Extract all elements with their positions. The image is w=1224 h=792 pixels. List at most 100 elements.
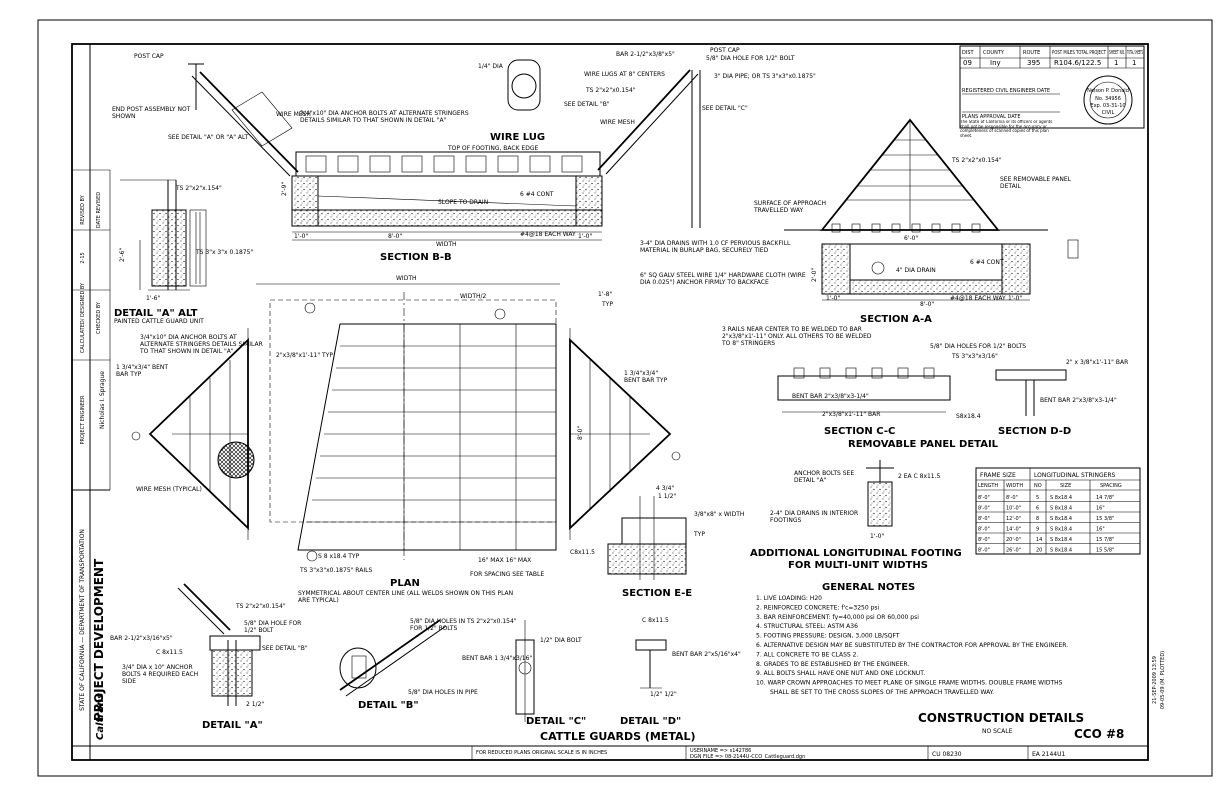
table-cell: 15 3/8" xyxy=(1096,516,1114,522)
seal-civil: CIVIL xyxy=(1102,110,1115,116)
table-cell: 8'-0" xyxy=(978,516,990,522)
project-engineer-label: PROJECT ENGINEER xyxy=(80,395,86,445)
width-plan: WIDTH xyxy=(396,275,417,282)
dim-1-0-aa-l: 1'-0" xyxy=(826,295,840,302)
s8-cc: S8x18.4 xyxy=(956,413,981,420)
table-cell: 8'-0" xyxy=(978,506,990,512)
title-block: DIST COUNTY ROUTE POST MILES TOTAL PROJE… xyxy=(959,45,1145,138)
hdr-county: COUNTY xyxy=(983,50,1005,56)
wire-lugs-label: WIRE LUGS AT 8" CENTERS xyxy=(584,71,665,78)
see-detail-a-alt: SEE DETAIL "A" OR "A" ALT xyxy=(168,134,249,141)
section-aa-title: SECTION A-A xyxy=(860,314,932,325)
two-rails-note: 2"x3/8"x1'-11" TYP xyxy=(276,352,333,359)
plan-view: WIDTH WIDTH/2 1'-8" TYP DETAIL "A" ALT P… xyxy=(114,275,681,604)
note-item: 3. BAR REINFORCEMENT: fy=40,000 psi OR 6… xyxy=(756,614,919,621)
hdr-sheet: SHEET NO. xyxy=(1109,50,1125,56)
detail-d-title: DETAIL "D" xyxy=(620,716,681,727)
c8-a-label: C 8x11.5 xyxy=(156,649,183,656)
dim-1-6-bb: 1'-6" xyxy=(146,295,160,302)
sheet-code: CCO #8 xyxy=(1074,727,1124,741)
wire-mesh-typical: WIRE MESH (TYPICAL) xyxy=(136,486,202,493)
ee-width: 3/8"x8" x WIDTH xyxy=(694,511,744,518)
wire-lug-title: WIRE LUG xyxy=(490,132,545,143)
hole-a-note: 5/8" DIA HOLE FOR 1/2" BOLT xyxy=(244,620,302,634)
table-cell: 6 xyxy=(1036,506,1039,512)
table-cell: 16" xyxy=(1096,527,1105,533)
dgn-b: DGN FILE => 08-2144U-CCO_Cattleguard.dgn xyxy=(690,754,805,760)
holes-58-label: 5/8" DIA HOLES FOR 1/2" BOLTS xyxy=(930,343,1026,350)
note-item: 6. ALTERNATIVE DESIGN MAY BE SUBSTITUTED… xyxy=(756,642,1068,649)
detail-b-view: 5/8" DIA HOLES IN TS 2"x2"x0.154" FOR 1/… xyxy=(339,618,517,711)
anchor-bolts-plan-note: 3/4"x10" DIA ANCHOR BOLTS AT ALTERNATE S… xyxy=(140,334,263,355)
ts22-label: TS 2"x2"x0.154" xyxy=(585,87,636,94)
dim-1-0-a: 1'-0" xyxy=(294,233,308,240)
table-cell: 14 xyxy=(1036,537,1042,543)
table-cell: 8'-0" xyxy=(978,548,990,554)
note-item: 10. WARP CROWN APPROACHES TO MEET PLANE … xyxy=(756,680,1063,687)
hardware-cloth-note: 6" SQ GALV STEEL WIRE 1/4" HARDWARE CLOT… xyxy=(640,272,806,286)
tbl-hdr-frame: FRAME SIZE xyxy=(980,472,1016,479)
detd-c8-label: C 8x11.5 xyxy=(642,617,669,624)
table-cell: 5 xyxy=(1036,495,1039,501)
anchor-bolts-note: 3/4"x10" DIA ANCHOR BOLTS AT ALTERNATE S… xyxy=(300,110,469,124)
tbl-sub-no: NO xyxy=(1034,483,1042,489)
unit-label: CU 08230 xyxy=(932,751,962,758)
table-cell: S 8x18.4 xyxy=(1050,548,1072,554)
dim-8-0-aa: 8'-0" xyxy=(920,301,934,308)
ee-112: 1 1/2" xyxy=(658,493,676,500)
sheet-scale: NO SCALE xyxy=(982,728,1013,735)
pipe-label: 3" DIA PIPE; OR TS 3"x3"x0.1875" xyxy=(714,73,816,80)
val-dist: 09 xyxy=(963,59,972,67)
surface-note: SURFACE OF APPROACH TRAVELLED WAY xyxy=(754,200,827,214)
table-cell: 8 xyxy=(1036,516,1039,522)
hdr-route: ROUTE xyxy=(1023,50,1040,56)
left-title-strip: Nicholas I. Sprague PROJECT ENGINEER CAL… xyxy=(72,44,111,760)
section-bb-title: SECTION B-B xyxy=(380,252,452,263)
table-cell: S 8x18.4 xyxy=(1050,495,1072,501)
four-cont-label: 6 #4 CONT xyxy=(520,191,554,198)
section-ee-title: SECTION E-E xyxy=(622,588,692,599)
section-dd-title: SECTION D-D xyxy=(998,426,1071,437)
dim-1-0-aa-r: 1'-0" xyxy=(1008,295,1022,302)
checked-label: CHECKED BY xyxy=(96,301,102,334)
table-cell: S 8x18.4 xyxy=(1050,537,1072,543)
seal-no: No. 34956 xyxy=(1095,96,1121,102)
tbl-sub-size: SIZE xyxy=(1060,483,1071,489)
ts22-a-label: TS 2"x2"x0.154" xyxy=(235,603,286,610)
additional-title: ADDITIONAL LONGITUDINAL FOOTING xyxy=(750,548,962,559)
see-c-label: SEE DETAIL "C" xyxy=(702,105,748,112)
bar-dd: 2" x 3/8"x1'-11" BAR xyxy=(1066,359,1128,366)
seal-name: Nelson P. Donald xyxy=(1087,88,1129,94)
detail-c-title: DETAIL "C" xyxy=(526,716,586,727)
detail-a-title: DETAIL "A" xyxy=(202,720,263,731)
table-cell: 20'-0" xyxy=(1006,537,1021,543)
max16-label: 16" MAX 16" MAX xyxy=(478,557,531,564)
section-dd-view: 2" x 3/8"x1'-11" BAR BENT BAR 2"x3/8"x3-… xyxy=(995,359,1128,437)
table-cell: 16" xyxy=(1096,506,1105,512)
calculated-label: CALCULATED/ DESIGNED BY xyxy=(80,282,86,353)
engineer-line: REGISTERED CIVIL ENGINEER DATE xyxy=(962,88,1050,94)
table-cell: 8'-0" xyxy=(978,495,990,501)
detb-pipe-label: 5/8" DIA HOLES IN PIPE xyxy=(408,689,478,696)
anchor-ab-note: ANCHOR BOLTS SEE DETAIL "A" xyxy=(794,470,855,484)
bent-bar-note: 1 3/4"x3/4" BENT BAR TYP xyxy=(116,364,169,378)
division-label: PROJECT DEVELOPMENT xyxy=(92,558,106,721)
anchor-a-note: 3/4" DIA x 10" ANCHOR BOLTS 4 REQUIRED E… xyxy=(122,664,199,685)
dim-8-0-plan: 8'-0" xyxy=(577,426,584,440)
dim-8-0-bb: 8'-0" xyxy=(388,233,402,240)
detail-d-view: C 8x11.5 BENT BAR 2"x5/16"x4" 1/2" 1/2" … xyxy=(620,617,741,727)
section-aa-view: TS 2"x2"x0.154" SEE REMOVABLE PANEL DETA… xyxy=(754,118,1079,325)
hdr-dist: DIST xyxy=(962,50,974,56)
last-revision: 09-05-09 (M. PLOTTED) xyxy=(1160,651,1166,709)
detail-a-view: TS 2"x2"x0.154" BAR 2-1/2"x3/16"x5" 5/8"… xyxy=(110,583,308,731)
drains-note: 3-4" DIA DRAINS WITH 1.0 CF PERVIOUS BAC… xyxy=(640,240,791,254)
drains-ft-note: 2-4" DIA DRAINS IN INTERIOR FOOTINGS xyxy=(770,510,859,524)
dgn-a: USERNAME => s142786 xyxy=(690,748,751,754)
note-item: 5. FOOTING PRESSURE: DESIGN, 3,000 LB/SQ… xyxy=(756,633,900,640)
caltrans-logo: Caltrans xyxy=(95,693,106,740)
bar-a-label: BAR 2-1/2"x3/16"x5" xyxy=(110,635,173,642)
section-ee-view: 4 3/4" 1 1/2" 3/8"x8" x WIDTH TYP SECTIO… xyxy=(607,485,744,599)
bent-bar-dd: BENT BAR 2"x3/8"x3-1/4" xyxy=(1040,397,1117,404)
note-item: 1. LIVE LOADING: H20 xyxy=(756,595,822,602)
bottom-strip: FOR REDUCED PLANS ORIGINAL SCALE IS IN I… xyxy=(471,746,1065,760)
